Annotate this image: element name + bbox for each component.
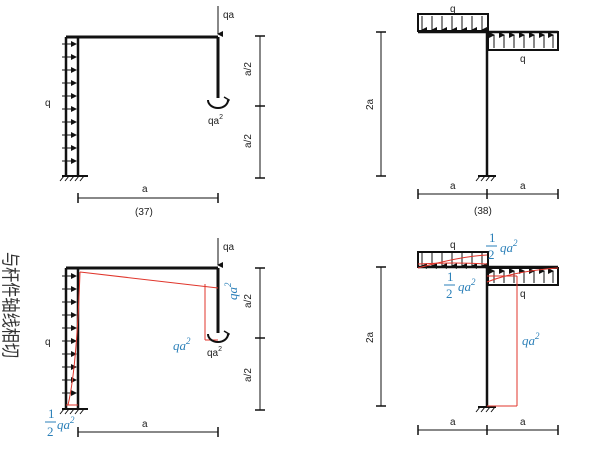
svg-text:qa2: qa2 [500, 238, 518, 255]
distributed-load-37m [62, 273, 77, 396]
moment-label-half-qa2-left-38m: 1 2 qa2 [444, 269, 476, 301]
figure-caption-38: (38) [474, 206, 492, 217]
distributed-load-37 [62, 41, 77, 164]
label-a-right-38m: a [520, 417, 526, 428]
dimension-horizontal-38: a a [417, 181, 559, 199]
moment-diagram-38m [417, 254, 559, 407]
label-a-half-bottom-37: a/2 [243, 134, 254, 148]
dimension-vertical-37: a/2 a/2 [243, 35, 265, 179]
svg-text:qa2: qa2 [458, 277, 476, 294]
moment-label-qa2-top-37m: qa2 [223, 282, 240, 300]
label-q-37: q [45, 98, 51, 109]
figure-38: q q 2a [365, 4, 559, 217]
label-q-37m: q [45, 337, 51, 348]
moment-label-qa2-column-38m: qa2 [522, 331, 540, 348]
moment-arrow-icon-37 [223, 96, 231, 106]
moment-arrow-icon-37m [223, 330, 231, 340]
svg-text:2: 2 [47, 424, 54, 439]
figure-38-moment: q q 1 2 [365, 230, 559, 435]
label-2a-38m: 2a [365, 331, 376, 343]
fixed-support-37m [59, 408, 88, 415]
label-a-half-top-37: a/2 [243, 62, 254, 76]
label-a-half-bottom-37m: a/2 [243, 368, 254, 382]
dimension-horizontal-37m: a [77, 419, 219, 437]
fixed-support-38 [475, 175, 496, 182]
dimension-vertical-38: 2a [365, 31, 386, 177]
figure-37: q qa qa2 a/2 a/2 a (37) [45, 6, 265, 218]
label-qa2-black-37m: qa2 [207, 346, 222, 359]
distributed-load-down-38 [421, 16, 487, 33]
label-a-left-38: a [450, 181, 456, 192]
label-a-37m: a [142, 419, 148, 430]
label-q-top-38m: q [450, 240, 456, 251]
label-a-left-38m: a [450, 417, 456, 428]
label-a-right-38: a [520, 181, 526, 192]
label-a-37: a [142, 184, 148, 195]
load-block-up-38 [487, 31, 559, 51]
fixed-support-37 [59, 175, 88, 182]
moment-label-qa2-mid-37m: qa2 [173, 336, 191, 353]
distributed-load-up-38 [489, 32, 554, 48]
svg-text:1: 1 [489, 230, 496, 245]
fixed-support-38m [475, 406, 496, 413]
label-qa2-37: qa2 [208, 114, 223, 127]
svg-text:1: 1 [48, 406, 55, 421]
label-a-half-top-37m: a/2 [243, 294, 254, 308]
svg-text:qa2: qa2 [57, 415, 75, 432]
distributed-load-up-38m [489, 268, 554, 283]
svg-text:2: 2 [446, 286, 453, 301]
dimension-vertical-37m: a/2 a/2 [243, 267, 265, 411]
dimension-horizontal-38m: a a [417, 417, 559, 435]
moment-diagram-37m [66, 271, 219, 406]
dimension-horizontal-37: a [77, 184, 219, 203]
moment-arc-37 [207, 99, 229, 109]
svg-text:2: 2 [488, 247, 495, 262]
tangent-note: 与杆件轴线相切 [0, 252, 21, 358]
moment-arc-37m [207, 333, 229, 343]
label-qa-37: qa [223, 10, 235, 21]
label-q-top-38: q [450, 4, 456, 15]
label-q-bottom-38m: q [520, 289, 526, 300]
moment-label-half-qa2-37m: 1 2 qa2 [45, 406, 75, 439]
label-q-bottom-38: q [520, 54, 526, 65]
figure-37-moment: q qa qa2 qa2 qa2 1 2 qa2 [0, 238, 265, 439]
figure-caption-37: (37) [135, 207, 153, 218]
moment-label-half-qa2-top-38m: 1 2 qa2 [486, 230, 518, 262]
load-block-down-38 [417, 13, 489, 32]
svg-text:1: 1 [447, 269, 454, 284]
dimension-vertical-38m: 2a [365, 266, 386, 407]
label-2a-38: 2a [365, 98, 376, 110]
label-qa-37m: qa [223, 242, 235, 253]
